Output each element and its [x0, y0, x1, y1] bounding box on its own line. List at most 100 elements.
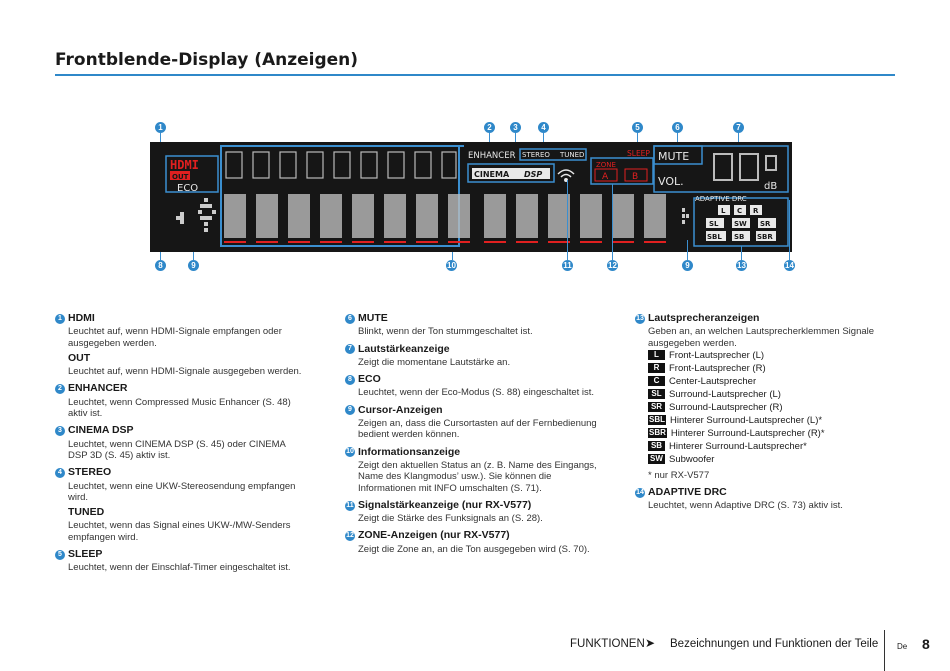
callout-line: [160, 252, 161, 260]
speaker-label: Front-Lautsprecher (L): [669, 349, 765, 361]
legend-description: Zeigt die Stärke des Funksignals an (S. …: [358, 513, 543, 525]
signal-strength-icon: [557, 169, 575, 182]
speaker-label: Center-Lautsprecher: [669, 375, 757, 387]
legend-description: Zeigt die momentane Lautstärke an.: [358, 356, 511, 368]
speaker-c-indicator: C: [737, 207, 742, 215]
legend-number: 5: [55, 549, 65, 560]
callout-line: [738, 133, 739, 147]
legend-description: Zeigt die Zone an, an die Ton ausgegeben…: [358, 543, 590, 555]
legend-description: Leuchtet, wenn das Signal eines UKW-/MW-…: [68, 520, 291, 543]
legend-number: 14: [635, 487, 645, 498]
callout-line: [637, 133, 638, 150]
callout-1: 1: [155, 122, 166, 133]
speaker-badge: SBL: [648, 415, 666, 426]
speaker-label: Subwoofer: [669, 453, 715, 465]
legend-number: 11: [345, 500, 355, 511]
legend-heading: SLEEP: [68, 548, 103, 561]
footer-page-title[interactable]: Bezeichnungen und Funktionen der Teile: [670, 638, 879, 650]
cinema-dsp-frame: [467, 163, 555, 183]
callout-line: [687, 240, 688, 260]
legend-number: 7: [345, 344, 355, 355]
legend-heading: MUTE: [358, 312, 388, 324]
callout-9: 9: [188, 260, 199, 271]
enhancer-indicator: ENHANCER: [468, 151, 516, 161]
callout-11: 11: [562, 260, 573, 271]
legend-description: Zeigen an, dass die Cursortasten auf der…: [358, 418, 597, 441]
callout-9b: 9: [682, 260, 693, 271]
sleep-indicator: SLEEP: [627, 149, 650, 158]
speaker-row: SW Subwoofer: [648, 453, 895, 466]
callout-line: [489, 133, 490, 147]
speaker-sb-indicator: SB: [734, 233, 744, 241]
footer-page-number: 8: [922, 636, 930, 652]
speaker-label: Hinterer Surround-Lautsprecher*: [669, 440, 807, 452]
legend-heading: Lautsprecheranzeigen: [648, 312, 760, 324]
title-rule: [55, 74, 895, 76]
speaker-badge: C: [648, 376, 665, 387]
page-title: Frontblende-Display (Anzeigen): [55, 50, 359, 70]
callout-14: 14: [784, 260, 795, 271]
legend-description: Leuchtet, wenn CINEMA DSP (S. 45) oder C…: [68, 438, 286, 461]
legend-number: 8: [345, 374, 355, 385]
footer-section-link[interactable]: FUNKTIONEN: [570, 638, 645, 650]
cursor-indicator-right: [682, 208, 689, 224]
legend-heading: ECO: [358, 373, 381, 386]
legend-number: 2: [55, 384, 65, 395]
legend-description: Leuchtet auf, wenn HDMI-Signale ausgegeb…: [68, 366, 302, 378]
speaker-sr-indicator: SR: [760, 220, 771, 228]
adaptive-drc-indicator: ADAPTIVE DRC: [695, 195, 747, 203]
callout-3: 3: [510, 122, 521, 133]
speaker-badge: SW: [648, 454, 665, 465]
dsp-indicator: DSP: [524, 170, 542, 179]
speaker-label: Surround-Lautsprecher (L): [669, 388, 781, 400]
callout-line: [677, 133, 678, 147]
speaker-label: Surround-Lautsprecher (R): [669, 401, 783, 413]
footer-divider: [884, 630, 885, 671]
vol-indicator: VOL.: [658, 175, 684, 188]
callout-7: 7: [733, 122, 744, 133]
legend-heading: Informationsanzeige: [358, 445, 461, 458]
legend-heading: CINEMA DSP: [68, 424, 134, 437]
legend-number: 13: [635, 313, 645, 324]
legend-heading: Lautstärkeanzeige: [358, 342, 450, 355]
legend-heading: ENHANCER: [68, 382, 128, 395]
legend-number: 6: [345, 313, 355, 324]
legend-number: 1: [55, 313, 65, 324]
legend-description: Zeigt den aktuellen Status an (z. B. Nam…: [358, 459, 597, 494]
out-indicator: OUT: [172, 173, 189, 181]
info-chars-bottom: [224, 194, 666, 238]
speaker-r-indicator: R: [753, 207, 759, 215]
eco-indicator: ECO: [177, 183, 198, 194]
volume-frame: [653, 145, 789, 193]
legend-heading: STEREO: [68, 466, 112, 479]
legend-subheading: OUT: [68, 351, 91, 364]
footnote: * nur RX-V577: [648, 469, 710, 481]
legend-heading: Signalstärkeanzeige (nur RX-V577): [358, 498, 532, 511]
hdmi-frame: [165, 155, 219, 193]
display-graphic: HDMI OUT ECO: [165, 145, 789, 247]
callout-8: 8: [155, 260, 166, 271]
mute-indicator: MUTE: [658, 150, 689, 163]
legend-heading: Cursor-Anzeigen: [358, 403, 443, 416]
legend-heading: ADAPTIVE DRC: [648, 486, 727, 499]
callout-6: 6: [672, 122, 683, 133]
speaker-sbl-indicator: SBL: [707, 233, 722, 241]
legend-description: Blinkt, wenn der Ton stummgeschaltet ist…: [358, 326, 533, 338]
speaker-label: Hinterer Surround-Lautsprecher (L)*: [670, 414, 823, 426]
zone-indicator: ZONE: [596, 161, 616, 169]
db-indicator: dB: [764, 181, 777, 192]
speaker-row: SBL Hinterer Surround-Lautsprecher (L)*: [648, 414, 895, 427]
